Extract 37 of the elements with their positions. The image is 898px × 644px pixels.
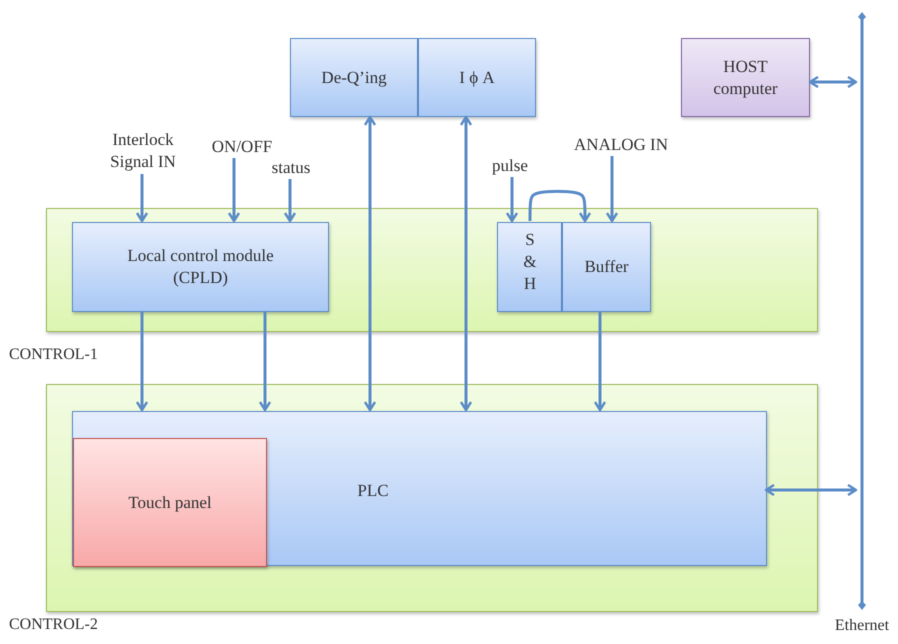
signal-label: pulse xyxy=(491,154,529,177)
module-label: De-Q’ing xyxy=(320,66,388,89)
arrow xyxy=(228,158,240,222)
host-box xyxy=(681,38,810,117)
bus-label: Ethernet xyxy=(834,616,890,636)
touch-panel-box xyxy=(73,438,267,567)
module-box xyxy=(72,222,329,312)
signal-label: ANALOG IN xyxy=(573,134,669,156)
signal-label: Interlock Signal IN xyxy=(109,128,177,173)
module-label: I ϕ A xyxy=(458,66,496,89)
section-label: CONTROL-1 xyxy=(9,345,99,365)
arrow xyxy=(136,311,148,412)
arrow xyxy=(136,174,148,222)
module-label: S & H xyxy=(522,229,538,296)
arrow xyxy=(258,311,272,412)
arrow xyxy=(764,484,858,496)
arrow xyxy=(606,156,618,222)
signal-label: ON/OFF xyxy=(210,136,274,158)
module-box xyxy=(497,222,562,312)
arrow xyxy=(808,76,858,88)
section-label: CONTROL-2 xyxy=(9,615,99,635)
arrow xyxy=(594,311,606,412)
arrow xyxy=(528,190,592,222)
module-box xyxy=(290,38,418,117)
module-label: HOST computer xyxy=(712,55,779,100)
module-label: Local control module (CPLD) xyxy=(126,244,275,289)
arrow xyxy=(506,177,518,222)
module-label: Buffer xyxy=(583,256,630,278)
module-label: Touch panel xyxy=(127,491,213,514)
module-box xyxy=(562,222,651,312)
module-label: PLC xyxy=(356,480,390,502)
module-box xyxy=(72,411,767,566)
arrow xyxy=(460,116,472,412)
arrow xyxy=(284,179,296,222)
signal-label: status xyxy=(270,156,312,179)
module-box xyxy=(418,38,536,117)
arrow xyxy=(364,116,376,412)
